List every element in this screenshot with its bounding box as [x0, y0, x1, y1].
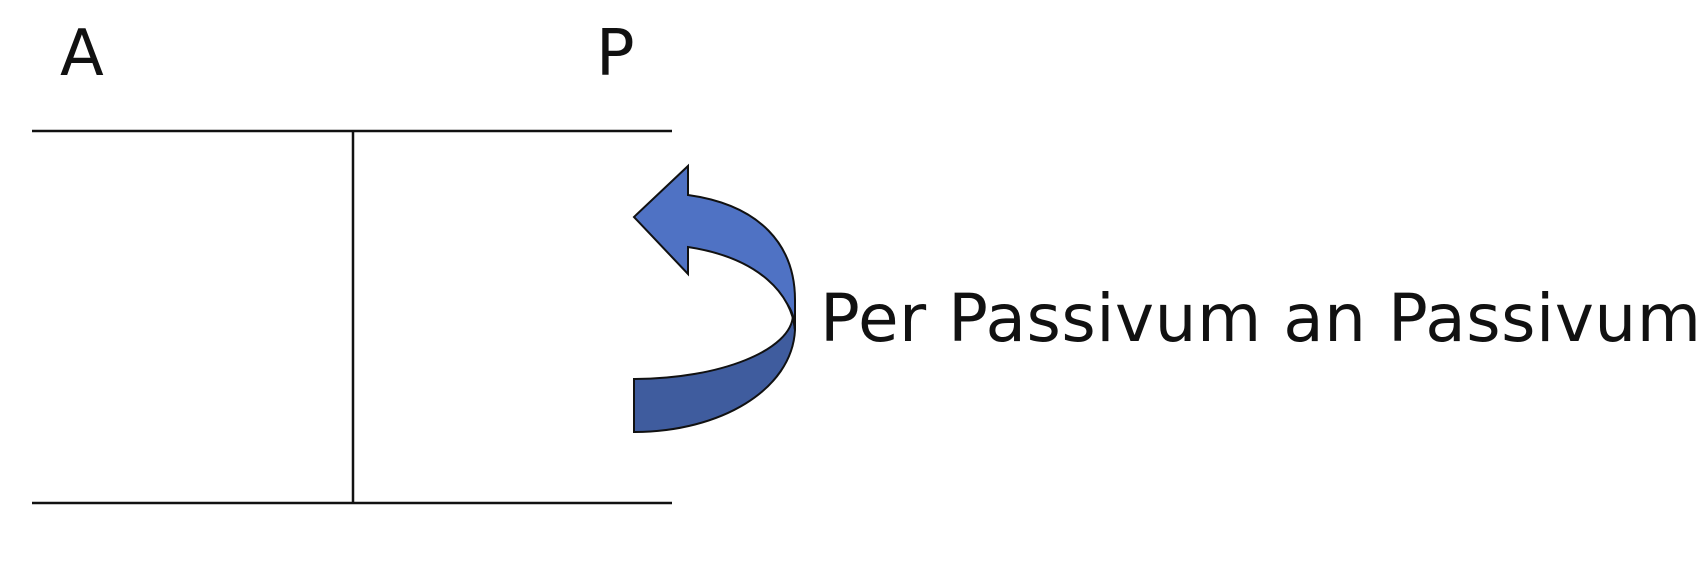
arrow-lower-band — [633, 314, 797, 434]
aktiva-label: A — [60, 17, 104, 91]
arrow-fold — [785, 301, 796, 331]
arrow-upper-band — [632, 163, 796, 331]
passiva-label: P — [596, 17, 635, 91]
curved-arrow-icon — [632, 163, 797, 434]
booking-rule-label: Per Passivum an Passivum — [820, 280, 1702, 357]
